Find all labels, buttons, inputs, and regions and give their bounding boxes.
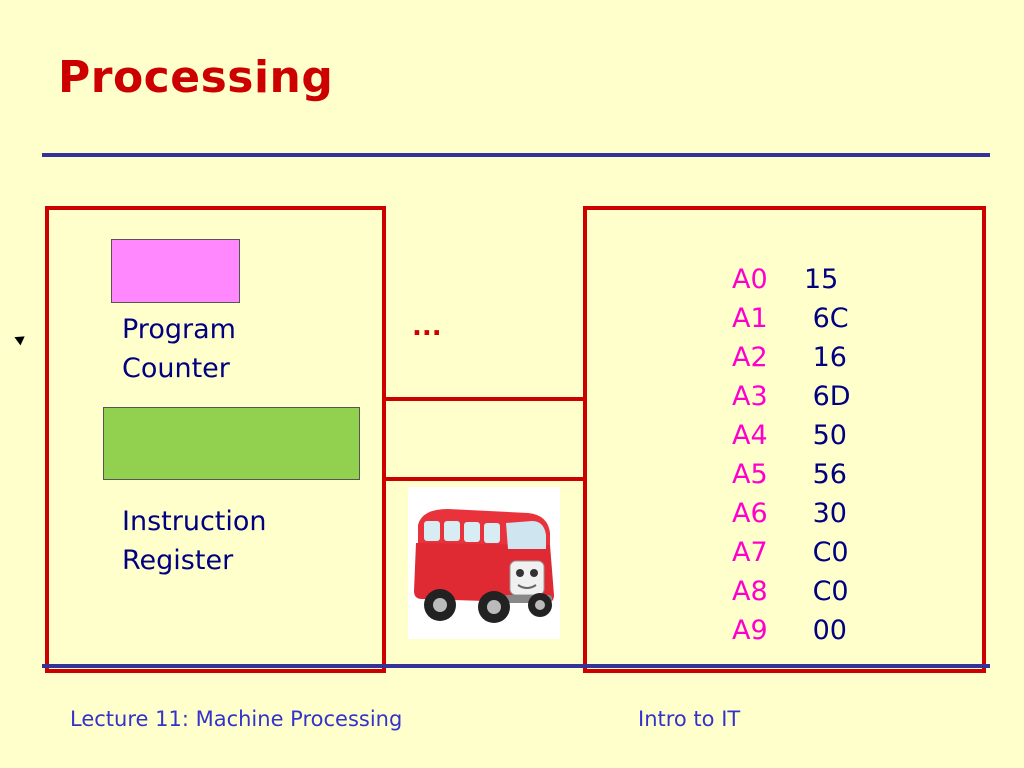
instruction-register-box [103, 407, 360, 480]
memory-address: A1 [732, 303, 768, 334]
memory-value: C0 [804, 537, 849, 568]
footer-divider [42, 664, 990, 668]
memory-row: A9 00 [732, 611, 851, 650]
bus-line-upper [386, 397, 583, 401]
footer-lecture-title: Lecture 11: Machine Processing [70, 707, 403, 731]
memory-value: 16 [804, 342, 847, 373]
memory-row: A5 56 [732, 455, 851, 494]
memory-row: A2 16 [732, 338, 851, 377]
memory-value: 6C [804, 303, 849, 334]
memory-row: A4 50 [732, 416, 851, 455]
memory-row: A8 C0 [732, 572, 851, 611]
memory-address: A6 [732, 498, 768, 529]
memory-address: A0 [732, 264, 768, 295]
program-counter-box [111, 239, 240, 303]
program-counter-label-line-1: Program [122, 314, 236, 345]
memory-address: A7 [732, 537, 768, 568]
footer-course-name: Intro to IT [638, 707, 741, 731]
memory-value: 15 [804, 264, 839, 295]
memory-row: A1 6C [732, 299, 851, 338]
memory-row: A6 30 [732, 494, 851, 533]
memory-row: A7 C0 [732, 533, 851, 572]
title-divider [42, 153, 990, 157]
memory-value: C0 [804, 576, 849, 607]
instruction-register-label-line-2: Register [122, 545, 234, 576]
toy-bus-image [408, 487, 560, 639]
cursor-pointer-icon [12, 332, 25, 346]
program-counter-label-line-2: Counter [122, 353, 230, 384]
ellipsis-text: ... [412, 312, 442, 342]
memory-value: 50 [804, 420, 847, 451]
memory-panel [583, 206, 986, 673]
memory-address: A5 [732, 459, 768, 490]
instruction-register-label-line-1: Instruction [122, 506, 267, 537]
toy-bus-icon [414, 509, 554, 623]
memory-address: A8 [732, 576, 768, 607]
instruction-register-label: Instruction Register [122, 502, 267, 580]
memory-address: A3 [732, 381, 768, 412]
memory-value: 00 [804, 615, 847, 646]
memory-row: A0 15 [732, 260, 851, 299]
memory-value: 6D [804, 381, 851, 412]
memory-address: A2 [732, 342, 768, 373]
memory-address: A9 [732, 615, 768, 646]
memory-value: 56 [804, 459, 847, 490]
memory-address: A4 [732, 420, 768, 451]
memory-value: 30 [804, 498, 847, 529]
slide-title: Processing [58, 52, 334, 103]
memory-row: A3 6D [732, 377, 851, 416]
program-counter-label: Program Counter [122, 310, 236, 388]
bus-line-lower [386, 477, 583, 481]
